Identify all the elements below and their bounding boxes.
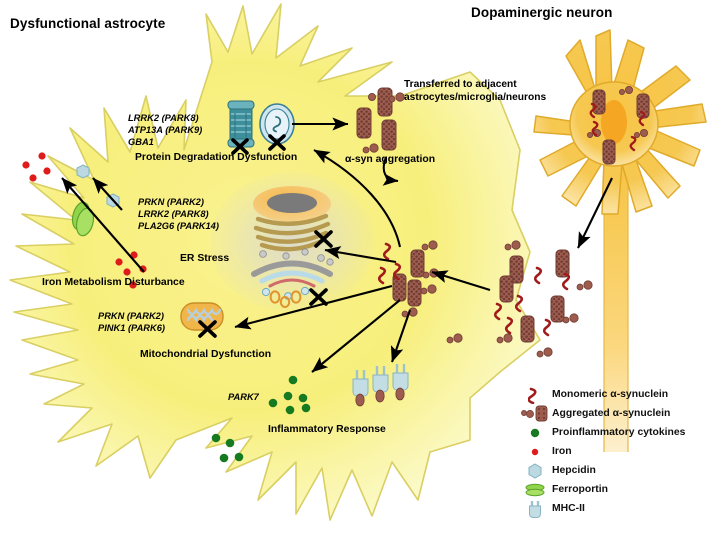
arrow-iron-efflux — [61, 177, 145, 273]
process-iron-metabolism-disturbance: Iron Metabolism Disturbance — [42, 277, 185, 288]
arrow-aggregation-to-transfer — [382, 156, 399, 186]
ferroportin-icon — [518, 480, 552, 499]
legend-item-iron: Iron — [518, 442, 572, 461]
monomeric-alpha-synuclein-group — [377, 242, 402, 285]
arrow-hepcidin — [92, 177, 123, 211]
endoplasmic-reticulum-icon — [251, 260, 333, 308]
ferroportin-icon — [71, 201, 95, 237]
arrow-extracellular-to-hub — [431, 270, 491, 292]
process-protein-degradation-dysfunction: Protein Degradation Dysfunction — [135, 152, 298, 163]
neuron-title: Dopaminergic neuron — [471, 5, 613, 20]
mhc-ii-complex-group — [352, 364, 409, 407]
legend-label: Hepcidin — [552, 465, 596, 476]
arrow-hub-to-protein-degradation — [313, 149, 402, 248]
gene-gba1: GBA1 — [128, 137, 154, 147]
gene-atp13a-park9: ATP13A (PARK9) — [128, 125, 203, 135]
transfer-note-line2: astrocytes/microglia/neurons — [404, 92, 547, 103]
legend-label: Monomeric α-synuclein — [552, 389, 669, 400]
astrocyte-title: Dysfunctional astrocyte — [10, 16, 166, 31]
process-inflammatory-response: Inflammatory Response — [268, 424, 386, 435]
gene-pla2g6-park14: PLA2G6 (PARK14) — [138, 221, 219, 231]
aggregated-alpha-synuclein-group — [356, 87, 405, 154]
gene-prkn-park2-er: PRKN (PARK2) — [138, 197, 204, 207]
monomeric-alpha-synuclein-icon — [518, 385, 552, 404]
gene-prkn-park2-mito: PRKN (PARK2) — [98, 311, 164, 321]
lysosome-icon — [259, 103, 295, 145]
gene-lrrk2-park8-er: LRRK2 (PARK8) — [138, 209, 209, 219]
process-mitochondrial-dysfunction: Mitochondrial Dysfunction — [140, 349, 272, 360]
arrow-neuron-to-extracellular — [577, 177, 613, 249]
legend-item-mhc-ii: MHC-II — [518, 499, 585, 518]
process-er-stress: ER Stress — [180, 253, 230, 264]
blocked-x-er-stress — [309, 230, 333, 306]
dopaminergic-neuron-shape — [533, 29, 707, 452]
legend-label: Iron — [552, 446, 572, 457]
legend-item-aggregated: Aggregated α-synuclein — [518, 404, 670, 423]
gene-lrrk2-park8-degradation: LRRK2 (PARK8) — [128, 113, 199, 123]
neuron-nucleus — [601, 100, 627, 144]
legend-label: Proinflammatory cytokines — [552, 427, 686, 438]
blocked-x-mitochondria — [198, 320, 217, 338]
iron-icon — [518, 442, 552, 461]
transfer-note-line1: Transferred to adjacent — [404, 79, 517, 90]
legend-item-ferroportin: Ferroportin — [518, 480, 608, 499]
legend-label: Ferroportin — [552, 484, 608, 495]
legend-item-hepcidin: Hepcidin — [518, 461, 596, 480]
legend-item-monomeric: Monomeric α-synuclein — [518, 385, 668, 404]
arrow-hub-to-inflammation — [311, 299, 401, 373]
hepcidin-icon — [518, 461, 552, 480]
arrow-hub-to-mhc — [390, 309, 411, 363]
legend-item-cytokines: Proinflammatory cytokines — [518, 423, 685, 442]
arrow-hub-to-mitochondria — [234, 284, 393, 330]
cytokine-particles — [211, 375, 311, 463]
iron-particles — [22, 152, 147, 289]
neuron-alpha-synuclein-group — [587, 86, 650, 165]
gene-park7: PARK7 — [228, 392, 259, 402]
proinflammatory-cytokine-icon — [518, 423, 552, 442]
process-alpha-syn-aggregation: α-syn aggregation — [345, 154, 436, 165]
extracellular-alpha-synuclein-group — [446, 240, 593, 358]
gene-pink1-park6: PINK1 (PARK6) — [98, 323, 165, 333]
aggregated-alpha-synuclein-icon — [518, 404, 552, 423]
central-alpha-synuclein-hub — [377, 240, 439, 318]
legend-label: Aggregated α-synuclein — [552, 408, 671, 419]
blocked-x-protein-degradation — [231, 134, 286, 155]
legend-label: MHC-II — [552, 503, 585, 514]
mhc-ii-icon — [518, 499, 552, 518]
arrow-hub-to-er — [324, 246, 397, 264]
